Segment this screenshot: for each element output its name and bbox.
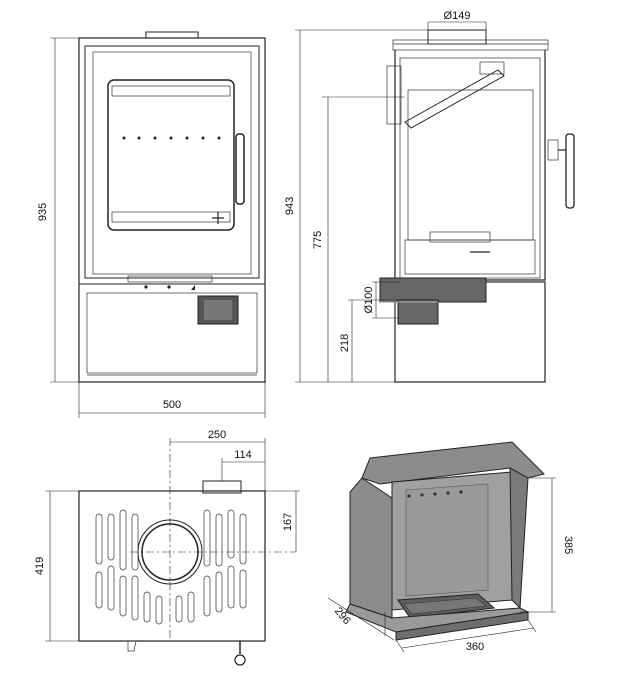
- depth-dimension: 419: [34, 490, 79, 642]
- side-height-label: 943: [284, 197, 296, 215]
- firebox-height-dimension: 385: [520, 477, 574, 613]
- top-flue-offset-y-label: 167: [282, 513, 294, 531]
- top-inlet-offset-label: 114: [234, 449, 252, 461]
- side-view: Ø149: [379, 10, 575, 383]
- rear-outlet-height-label: 218: [339, 334, 351, 352]
- rear-outlet-height-dimension: 218: [339, 299, 398, 382]
- depth-label: 419: [34, 557, 46, 575]
- top-flue-offset-x-dimension: 250: [170, 429, 266, 491]
- front-view: [78, 31, 266, 383]
- flue-center-height-dimension: 775: [312, 96, 405, 382]
- top-flue-offset-x-label: 250: [208, 429, 226, 441]
- vent-slots: [95, 509, 247, 625]
- firebox-height-label: 385: [562, 536, 574, 554]
- side-height-dimension: 943: [284, 29, 428, 383]
- top-view: [78, 438, 296, 666]
- firebox-width-dimension: 360: [395, 619, 537, 653]
- firebox-isometric: [345, 441, 545, 641]
- flue-top-diameter-label: Ø149: [444, 10, 471, 22]
- top-flue-offset-y-dimension: 167: [265, 490, 300, 552]
- width-dimension: 500: [78, 382, 266, 418]
- air-holes: [122, 136, 221, 140]
- front-height-label: 935: [37, 203, 49, 221]
- firebox-width-label: 360: [466, 641, 484, 653]
- flue-center-height-label: 775: [312, 231, 324, 249]
- width-label: 500: [163, 399, 181, 411]
- front-height-dimension: 935: [37, 37, 79, 383]
- top-inlet-offset-dimension: 114: [221, 449, 265, 481]
- rear-outlet-diameter-dimension: Ø100: [363, 281, 400, 319]
- rear-outlet-diameter-label: Ø100: [363, 287, 375, 314]
